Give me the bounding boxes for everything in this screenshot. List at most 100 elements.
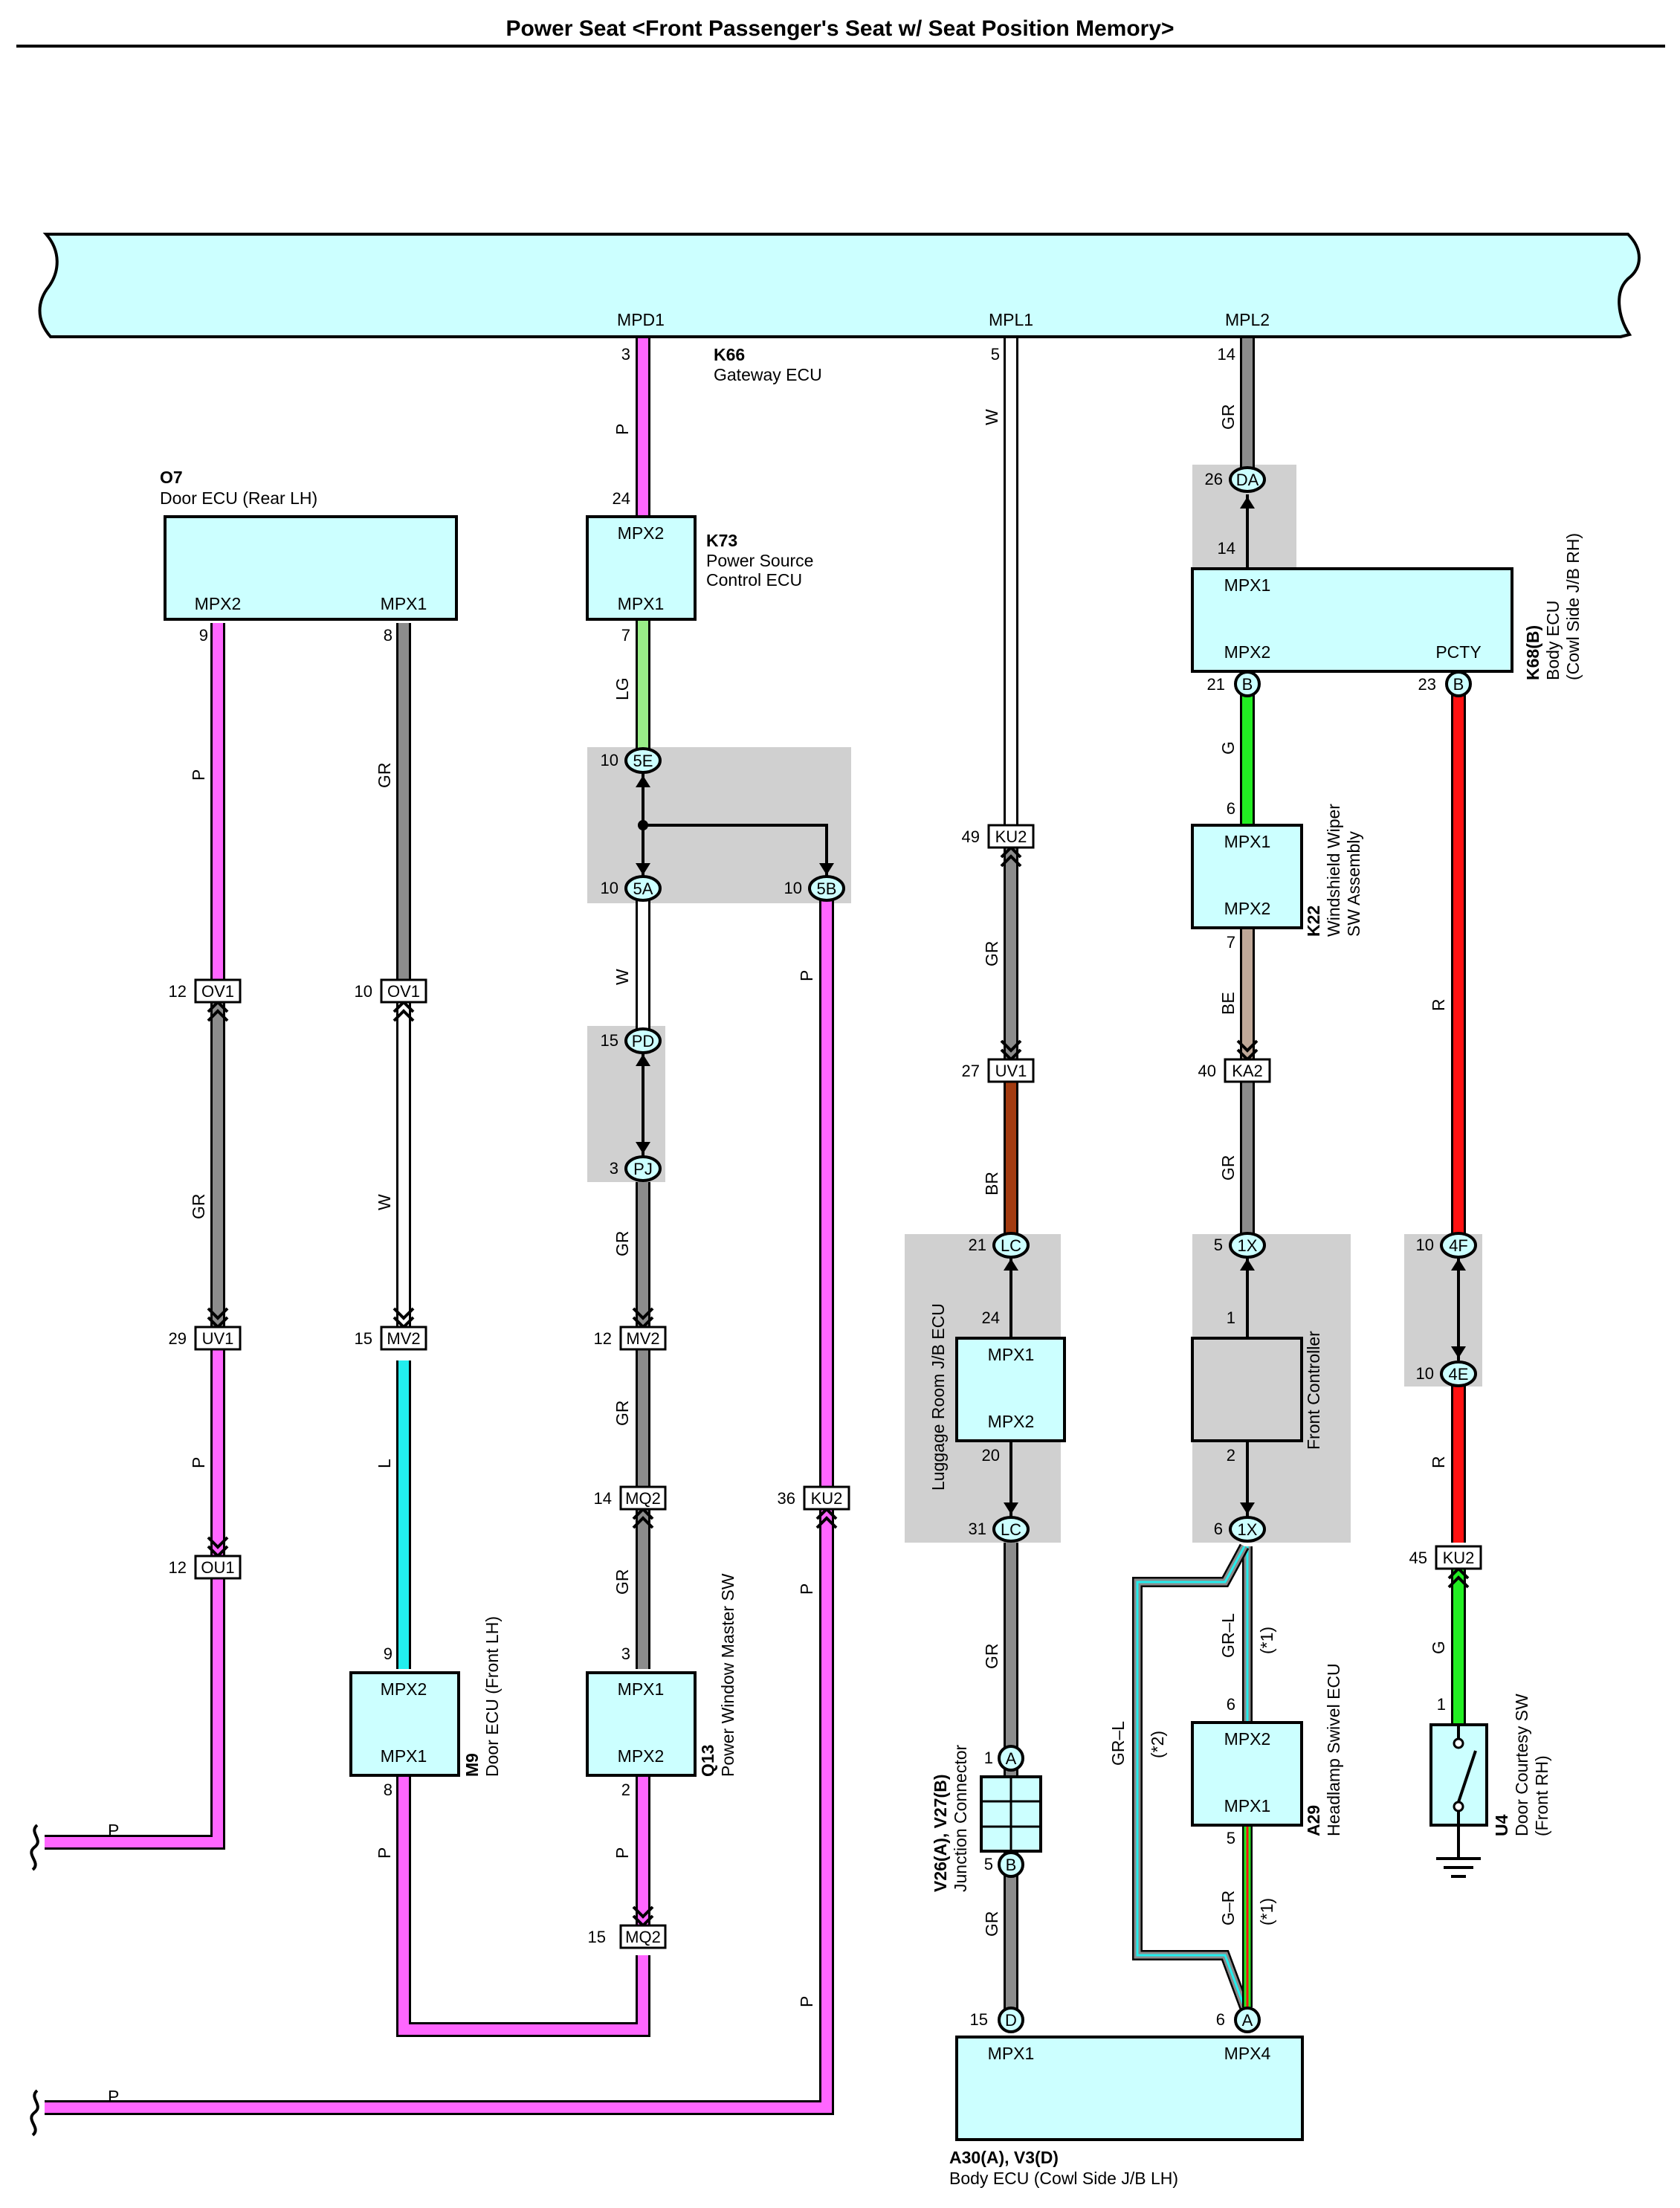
pin-5c: 5 [1227, 1829, 1235, 1847]
wire-code-r2: R [1429, 1456, 1448, 1468]
front-controller-name: Front Controller [1304, 1331, 1323, 1450]
gray-box-4f-4e [1404, 1234, 1482, 1387]
arrow-up-1x [1240, 1259, 1255, 1271]
luggage-name: Luggage Room J/B ECU [928, 1303, 948, 1491]
door-courtesy-switch [1429, 1723, 1488, 1878]
k73-code: K73 [706, 531, 737, 550]
conn-cd-label: D [1005, 2011, 1017, 2030]
note-1b: (*1) [1257, 1898, 1276, 1925]
wire-code-gr6: GR [1218, 1155, 1238, 1181]
a29-code: A29 [1304, 1805, 1323, 1836]
conn-mq2b: MQ2 [619, 1924, 667, 1949]
pin-10e: 10 [1416, 1236, 1434, 1254]
pin-8b: 8 [384, 1781, 392, 1799]
conn-ku2a-label: KU2 [995, 827, 1027, 846]
conn-ov1b-label: OV1 [387, 982, 420, 1001]
wire-code-p6: P [797, 1584, 816, 1595]
wire-code-r1: R [1429, 998, 1448, 1011]
conn-1xb: 1X [1229, 1516, 1266, 1543]
a30-body-ecu [955, 2036, 1304, 2141]
switch-contact-bottom [1453, 1801, 1464, 1812]
conn-b1-label: B [1242, 675, 1253, 694]
pin-1: 1 [1227, 1308, 1235, 1327]
k22-wiper-sw [1191, 824, 1303, 929]
q13-name: Power Window Master SW [718, 1573, 737, 1777]
link-5e-5b [643, 824, 828, 877]
arrow-up-pd [636, 1054, 650, 1066]
conn-lc2: LC [992, 1516, 1030, 1543]
conn-b1: B [1234, 671, 1261, 697]
u4-name1: Door Courtesy SW [1512, 1694, 1531, 1836]
arrow-up-4f [1451, 1259, 1466, 1271]
k22-pin-mpx1: MPX1 [1224, 832, 1271, 851]
wire-code-g2: G [1429, 1641, 1448, 1654]
v26-code: V26(A), V27(B) [931, 1775, 950, 1892]
pin-2: 2 [1227, 1446, 1235, 1465]
arrow-down-pj [636, 1142, 650, 1154]
q13-pin-mpx2: MPX2 [618, 1746, 665, 1766]
conn-pd-label: PD [632, 1032, 655, 1050]
gateway-ecu-band [38, 233, 1641, 338]
pin-21b: 21 [969, 1236, 986, 1254]
conn-ku2a: KU2 [987, 824, 1035, 849]
note-2: (*2) [1148, 1731, 1167, 1758]
k73-name1: Power Source [706, 551, 813, 570]
wire-code-gr2: GR [375, 763, 394, 789]
pin-15a: 15 [601, 1031, 618, 1050]
k66-pin-mpl1: MPL1 [989, 310, 1033, 329]
pin-29: 29 [169, 1329, 187, 1348]
junction-connector [980, 1775, 1042, 1853]
pin-9b: 9 [384, 1644, 392, 1663]
k22-pin-mpx2: MPX2 [1224, 899, 1271, 918]
q13-pin-mpx1: MPX1 [618, 1679, 665, 1699]
splice-dot [638, 820, 648, 830]
diagram-title: Power Seat <Front Passenger's Seat w/ Se… [505, 16, 1174, 41]
m9-name: Door ECU (Front LH) [482, 1616, 502, 1777]
pin-12c: 12 [169, 1558, 187, 1577]
k68-pin-pcty: PCTY [1435, 642, 1481, 662]
pin-10a: 10 [601, 751, 618, 769]
pin-9: 9 [199, 626, 208, 645]
pin-8: 8 [384, 626, 392, 645]
pin-6b: 6 [1214, 1520, 1223, 1538]
conn-ka2-label: KA2 [1232, 1062, 1263, 1080]
wire-code-w1: W [982, 409, 1001, 425]
luggage-pin-mpx1: MPX1 [988, 1345, 1035, 1364]
pin-1b: 1 [1437, 1695, 1446, 1714]
luggage-room-ecu [955, 1337, 1066, 1442]
conn-ca: A [998, 1745, 1024, 1772]
pin-26: 26 [1205, 470, 1223, 488]
a30-pin-mpx1: MPX1 [988, 2044, 1035, 2063]
conn-mq2a-label: MQ2 [625, 1489, 661, 1508]
pin-5: 5 [991, 345, 1000, 364]
conn-pj-label: PJ [633, 1160, 653, 1178]
k22-code: K22 [1304, 906, 1323, 937]
wire-color-codes: P W GR P GR LG G W P GR BE R GR W GR BR … [108, 404, 1448, 2107]
k73-pin-mpx2: MPX2 [618, 523, 665, 543]
wire-code-p10: P [797, 1996, 816, 2007]
switch-contact-top [1453, 1737, 1464, 1749]
k66-pin-mpd1: MPD1 [617, 310, 665, 329]
v26-name: Junction Connector [951, 1744, 970, 1892]
luggage-pin-mpx2: MPX2 [988, 1412, 1035, 1431]
a30-name: Body ECU (Cowl Side J/B LH) [949, 2169, 1178, 2188]
wire-code-gr-r: G–R [1218, 1891, 1238, 1925]
break-mark-1 [30, 1824, 39, 1871]
conn-ka2: KA2 [1224, 1058, 1271, 1083]
conn-1xa-label: 1X [1238, 1236, 1258, 1255]
k66-code: K66 [714, 345, 745, 364]
a30-code: A30(A), V3(D) [949, 2148, 1059, 2167]
a30-pin-mpx4: MPX4 [1224, 2044, 1271, 2063]
conn-5e: 5E [624, 747, 662, 774]
conn-uv1b: UV1 [987, 1058, 1035, 1083]
conn-da-label: DA [1236, 471, 1259, 489]
conn-lc1: LC [992, 1232, 1030, 1259]
pin-49: 49 [962, 827, 980, 846]
pin-3b: 3 [610, 1159, 618, 1178]
conn-ku2c: KU2 [1435, 1545, 1482, 1570]
m9-pin-mpx2: MPX2 [381, 1679, 427, 1699]
wire-code-gr4: GR [189, 1194, 208, 1220]
conn-uv1a-label: UV1 [202, 1329, 234, 1348]
wire-code-be: BE [1218, 992, 1238, 1015]
arrow-up-lc1 [1004, 1259, 1018, 1271]
